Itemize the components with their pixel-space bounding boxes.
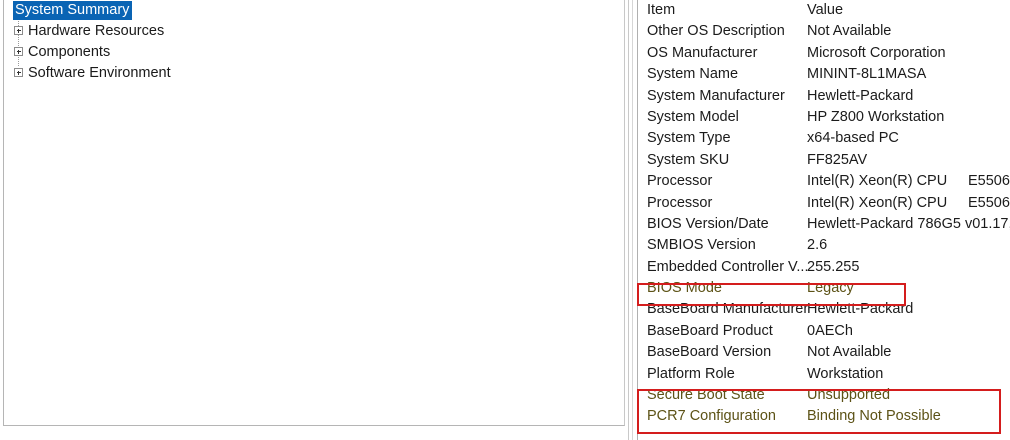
grid-row[interactable]: Processor Intel(R) Xeon(R) CPU E5506: [638, 171, 1010, 192]
cell-item-name: Embedded Controller V...: [647, 258, 809, 275]
grid-row[interactable]: BaseBoard Product 0AECh: [638, 321, 1010, 342]
cell-item-value: Hewlett-Packard: [807, 301, 914, 318]
cell-item-value: x64-based PC: [807, 130, 899, 147]
plus-box-icon[interactable]: [14, 47, 23, 56]
tree-item-components-label: Components: [28, 44, 111, 60]
cell-item-name: Secure Boot State: [647, 387, 765, 404]
tree-item-software-environment[interactable]: Software Environment: [4, 63, 624, 84]
cell-item-name: System Manufacturer: [647, 87, 785, 104]
plus-box-icon[interactable]: [14, 26, 23, 35]
grid-row[interactable]: SMBIOS Version 2.6: [638, 235, 1010, 256]
cell-item-value: Microsoft Corporation: [807, 44, 946, 61]
grid-row[interactable]: System Manufacturer Hewlett-Packard: [638, 86, 1010, 107]
grid-row[interactable]: System Type x64-based PC: [638, 128, 1010, 149]
column-header-value: Value: [807, 2, 844, 18]
tree-item-hardware-resources-label: Hardware Resources: [28, 23, 165, 39]
cell-item-name: System Type: [647, 130, 731, 147]
grid-row[interactable]: PCR7 Configuration Binding Not Possible: [638, 406, 1010, 427]
cell-item-name: Other OS Description: [647, 23, 785, 40]
cell-item-name: PCR7 Configuration: [647, 408, 776, 425]
grid-row[interactable]: Other OS Description Not Available: [638, 21, 1010, 42]
cell-item-name: BIOS Mode: [647, 280, 722, 297]
cell-item-name: BIOS Version/Date: [647, 215, 769, 232]
tree-item-hardware-resources[interactable]: Hardware Resources: [4, 21, 624, 42]
grid-row[interactable]: Embedded Controller V...255.255: [638, 257, 1010, 278]
cell-item-value: Intel(R) Xeon(R) CPU: [807, 173, 948, 190]
cell-item-value-extra: E5506: [968, 194, 1010, 211]
cell-item-name: System Name: [647, 66, 739, 83]
cell-item-value: 255.255: [807, 258, 860, 275]
cell-item-value: Binding Not Possible: [807, 408, 941, 425]
cell-item-value-extra: E5506: [968, 173, 1010, 190]
cell-item-value: Workstation: [807, 365, 884, 382]
cell-item-value: Not Available: [807, 344, 892, 361]
tree-item-components[interactable]: Components: [4, 42, 624, 63]
tree-item-system-summary[interactable]: System Summary: [4, 0, 624, 21]
cell-item-name: BaseBoard Version: [647, 344, 772, 361]
grid-row[interactable]: System Model HP Z800 Workstation: [638, 107, 1010, 128]
grid-row[interactable]: Platform Role Workstation: [638, 364, 1010, 385]
tree-root: System Summary Hardware Resources Compon…: [4, 0, 624, 84]
cell-item-value: 0AECh: [807, 322, 853, 339]
plus-box-icon[interactable]: [14, 68, 23, 77]
grid-row[interactable]: Processor Intel(R) Xeon(R) CPU E5506: [638, 193, 1010, 214]
cell-item-value: Intel(R) Xeon(R) CPU: [807, 194, 948, 211]
cell-item-value: MININT-8L1MASA: [807, 66, 927, 83]
grid-row[interactable]: Secure Boot State Unsupported: [638, 385, 1010, 406]
splitter-edge-left: [628, 0, 629, 440]
cell-item-value: Hewlett-Packard 786G5 v01.17, 8/: [807, 215, 1010, 232]
cell-item-name: SMBIOS Version: [647, 237, 756, 254]
grid-row[interactable]: BIOS Mode Legacy: [638, 278, 1010, 299]
cell-item-name: Processor: [647, 173, 713, 190]
grid-row[interactable]: System SKU FF825AV: [638, 150, 1010, 171]
cell-item-value: FF825AV: [807, 151, 868, 168]
splitter-edge-right: [632, 0, 633, 440]
cell-item-name: Platform Role: [647, 365, 735, 382]
cell-item-value: Legacy: [807, 280, 854, 297]
grid-header-row: Item Value: [638, 0, 1010, 21]
cell-item-name: Processor: [647, 194, 713, 211]
cell-item-value: Unsupported: [807, 387, 891, 404]
grid-row[interactable]: BaseBoard Version Not Available: [638, 342, 1010, 363]
navigation-tree-pane[interactable]: System Summary Hardware Resources Compon…: [3, 0, 625, 426]
grid-row[interactable]: OS Manufacturer Microsoft Corporation: [638, 43, 1010, 64]
cell-item-name: OS Manufacturer: [647, 44, 758, 61]
cell-item-value: 2.6: [807, 237, 828, 254]
cell-item-name: System SKU: [647, 151, 730, 168]
pane-splitter[interactable]: [628, 0, 637, 440]
column-header-item: Item: [647, 2, 676, 18]
grid-row[interactable]: BIOS Version/Date Hewlett-Packard 786G5 v…: [638, 214, 1010, 235]
grid-row[interactable]: System Name MININT-8L1MASA: [638, 64, 1010, 85]
cell-item-name: BaseBoard Manufacturer: [647, 301, 809, 318]
tree-item-system-summary-label: System Summary: [13, 0, 133, 20]
cell-item-value: Not Available: [807, 23, 892, 40]
cell-item-name: BaseBoard Product: [647, 322, 773, 339]
tree-item-software-environment-label: Software Environment: [28, 65, 171, 81]
cell-item-value: HP Z800 Workstation: [807, 108, 945, 125]
cell-item-name: System Model: [647, 108, 739, 125]
cell-item-value: Hewlett-Packard: [807, 87, 914, 104]
tree-connector-line: [18, 21, 19, 67]
